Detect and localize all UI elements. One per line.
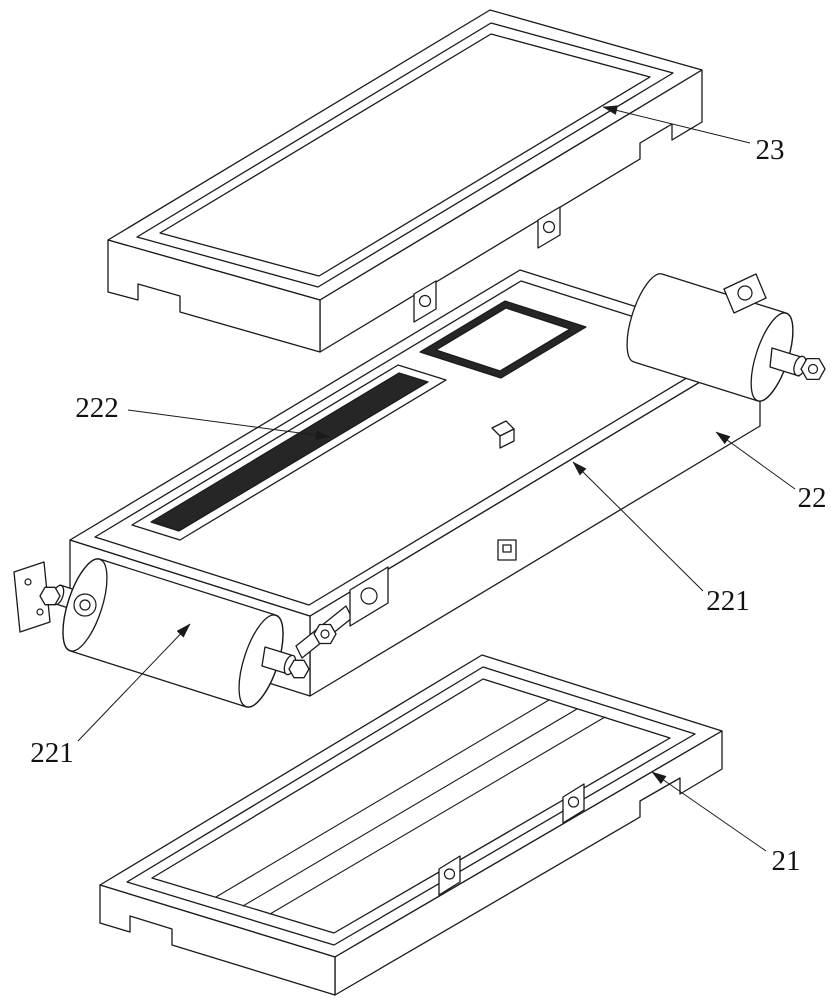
ref-label-221-right: 221: [706, 585, 750, 617]
reference-numerals: 23 222 22 221 221 21: [30, 134, 826, 877]
leader-222: [127, 409, 331, 438]
left-roller-nut: [39, 586, 61, 606]
tray-near-wall: [334, 730, 723, 996]
ref-label-221-left: 221: [30, 737, 74, 769]
tray-left-end-wall: [99, 884, 336, 996]
right-flange-hole: [737, 285, 753, 301]
cover-floor: [159, 33, 651, 277]
leader-23: [602, 106, 751, 144]
belt-strip: [150, 372, 429, 532]
arrowhead-222: [315, 430, 331, 440]
tray-lug-hole: [443, 868, 456, 880]
left-near-nut: [288, 659, 310, 679]
tray-floor-rail: [242, 708, 578, 907]
tray-floor-rail: [215, 699, 550, 898]
arrowhead-221-right: [572, 461, 587, 476]
leader-221-left: [77, 623, 191, 742]
frame-slot-inner: [435, 307, 571, 372]
left-flange-bolt: [36, 608, 44, 616]
arrowhead-22: [715, 431, 731, 445]
right-roller: [626, 273, 826, 402]
arrowhead-21: [651, 771, 667, 785]
ref-label-21: 21: [772, 845, 801, 877]
leader-221-right: [572, 461, 704, 592]
left-flange-bolt: [24, 578, 32, 586]
ref-label-22: 22: [798, 482, 827, 514]
tray-floor-rail: [269, 716, 606, 915]
leader-lines: [77, 105, 796, 852]
cover-left-end-wall: [107, 239, 321, 353]
cover-lug-hole: [418, 294, 432, 308]
ref-label-222: 222: [75, 392, 119, 424]
right-roller-nut-center: [807, 363, 819, 375]
arrowhead-23: [602, 105, 618, 115]
ref-label-23: 23: [756, 134, 785, 166]
bottom-tray-part: [99, 654, 723, 996]
tensioner-bolt-center: [320, 629, 330, 639]
tray-floor: [151, 678, 671, 934]
cover-lug-hole: [542, 220, 556, 234]
bearing-block-hole: [360, 587, 378, 605]
tray-lug-hole: [567, 796, 580, 808]
left-roller-hub-center: [79, 599, 91, 611]
frame-wall-clip-hole: [502, 544, 512, 553]
frame-deck-clip-front: [499, 428, 515, 449]
left-roller: [13, 558, 389, 708]
top-cover-part: [107, 9, 703, 353]
leader-22: [715, 431, 796, 490]
arrowhead-221-left: [176, 623, 191, 638]
conveyor-frame-part: [69, 269, 761, 697]
leader-21: [651, 771, 767, 852]
